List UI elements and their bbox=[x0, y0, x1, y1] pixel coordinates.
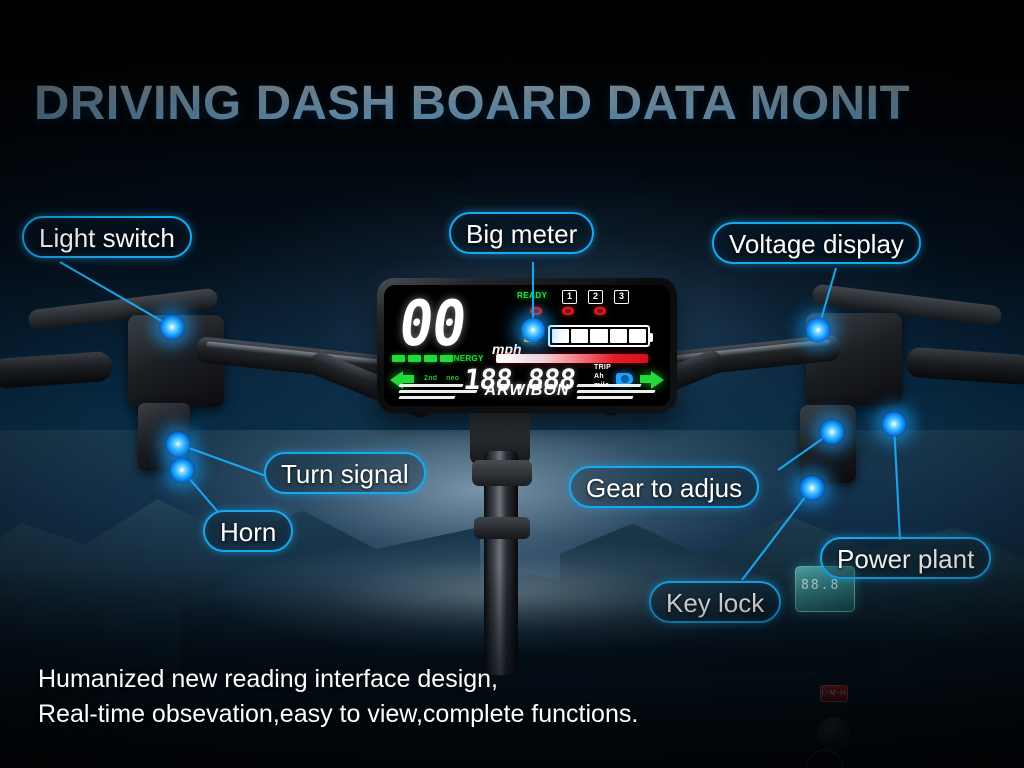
dashboard-display-unit[interactable]: 00 mph READY 1 2 3 ! ENERGY 2nd neo bbox=[377, 278, 677, 413]
callout-light-switch[interactable]: Light switch bbox=[22, 216, 192, 258]
warning-light-1 bbox=[530, 307, 542, 315]
lcd-screen: 00 mph READY 1 2 3 ! ENERGY 2nd neo bbox=[384, 285, 670, 406]
callout-key-lock[interactable]: Key lock bbox=[649, 581, 782, 623]
mini-label-right: neo bbox=[446, 375, 460, 382]
callout-power-plant[interactable]: Power plant bbox=[820, 537, 992, 579]
brand-row: ARWIBON bbox=[384, 382, 670, 400]
unit-trip: TRIP bbox=[594, 364, 612, 371]
key-lock-barrel[interactable] bbox=[818, 717, 850, 749]
hotspot-turn-signal[interactable] bbox=[165, 431, 191, 457]
energy-label: ENERGY bbox=[448, 354, 484, 363]
battery-segment bbox=[628, 329, 647, 343]
left-grip bbox=[0, 350, 113, 390]
gear-indicator-3: 3 bbox=[614, 290, 629, 304]
hotspot-voltage-display[interactable] bbox=[805, 317, 831, 343]
voltage-module-digits: 88.8 bbox=[801, 578, 841, 593]
stem-clamp-upper bbox=[472, 460, 532, 486]
energy-gradient-bar bbox=[496, 354, 648, 363]
hotspot-key-lock[interactable] bbox=[799, 475, 825, 501]
energy-bar-blocks bbox=[392, 355, 453, 362]
brand-logo: ARWIBON bbox=[484, 382, 570, 399]
gear-indicator-1: 1 bbox=[562, 290, 577, 304]
battery-segment bbox=[609, 329, 627, 343]
callout-horn[interactable]: Horn bbox=[203, 510, 294, 552]
caption-line-2: Real-time obsevation,easy to view,comple… bbox=[38, 700, 639, 728]
brand-stripes-left bbox=[397, 383, 478, 399]
unit-ah: Ah bbox=[594, 373, 604, 380]
battery-segment bbox=[552, 329, 570, 343]
callout-big-meter[interactable]: Big meter bbox=[449, 212, 595, 254]
stem-clamp-lower bbox=[474, 517, 530, 539]
gear-switch-label: L-M-H bbox=[821, 690, 847, 697]
warning-light-2 bbox=[562, 307, 574, 315]
caption-line-1: Humanized new reading interface design, bbox=[38, 665, 498, 693]
page-title: DRIVING DASH BOARD DATA MONIT bbox=[34, 76, 1024, 132]
callout-turn-signal[interactable]: Turn signal bbox=[264, 452, 426, 494]
hotspot-gear-to-adjust[interactable] bbox=[819, 419, 845, 445]
hotspot-horn[interactable] bbox=[169, 457, 195, 483]
speed-readout: 00 bbox=[395, 288, 470, 361]
hotspot-big-meter[interactable] bbox=[520, 317, 546, 343]
mini-label-left: 2nd bbox=[424, 375, 438, 382]
right-grip bbox=[905, 346, 1024, 386]
gear-adjust-switch[interactable]: L-M-H bbox=[820, 685, 848, 702]
ready-indicator: READY bbox=[517, 291, 548, 300]
caption-block: Humanized new reading interface design, … bbox=[38, 662, 638, 732]
battery-segment bbox=[590, 329, 608, 343]
battery-gauge bbox=[548, 325, 653, 347]
hotspot-power-plant[interactable] bbox=[881, 411, 907, 437]
battery-segment bbox=[571, 329, 589, 343]
gear-indicator-2: 2 bbox=[588, 290, 603, 304]
warning-light-3 bbox=[594, 307, 606, 315]
hotspot-light-switch[interactable] bbox=[159, 314, 185, 340]
brand-stripes-right bbox=[576, 383, 657, 399]
callout-gear-to-adjust[interactable]: Gear to adjus bbox=[569, 466, 760, 508]
callout-voltage-display[interactable]: Voltage display bbox=[712, 222, 921, 264]
